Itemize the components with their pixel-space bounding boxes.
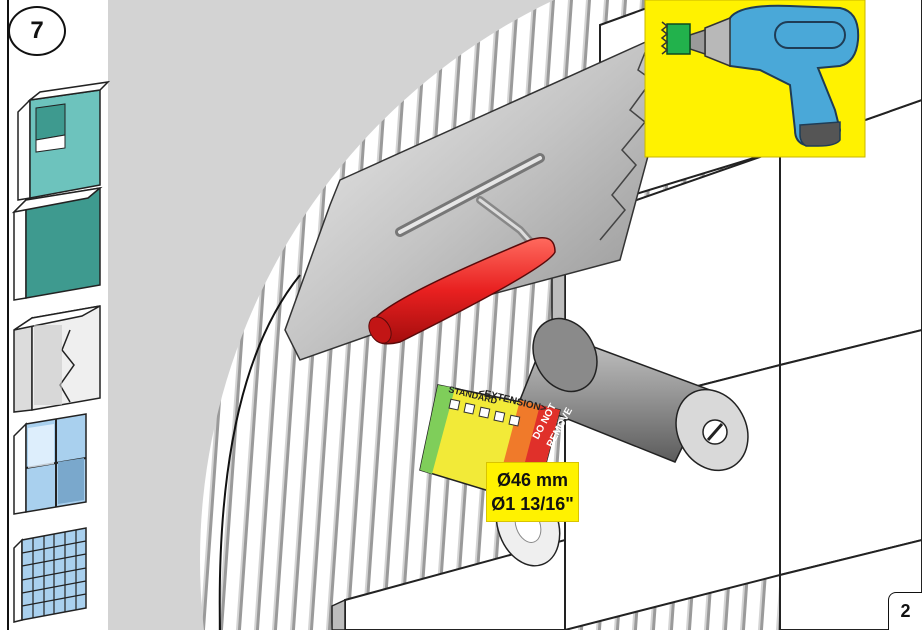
mosaic-tile-icon [13,527,87,623]
grey-sleeve-plug [519,317,749,472]
diameter-imperial: Ø1 13/16" [491,494,574,514]
drywall-panel-icon [11,186,103,301]
trowel-red-handle [368,237,556,345]
notched-trowel [284,38,656,361]
large-tile-icon [13,413,87,515]
drill-inset [644,0,866,158]
hole-saw-icon [666,23,691,55]
drywall-corner-icon [17,80,111,201]
wall-tiles [344,0,922,630]
diameter-metric: Ø46 mm [496,470,569,490]
drill-icon [660,4,860,147]
masonry-block-icon [13,305,101,413]
page-number: 2 [888,592,922,630]
step-number-badge: 7 [8,6,66,56]
diameter-label: Ø46 mm Ø1 13/16" [486,462,579,522]
